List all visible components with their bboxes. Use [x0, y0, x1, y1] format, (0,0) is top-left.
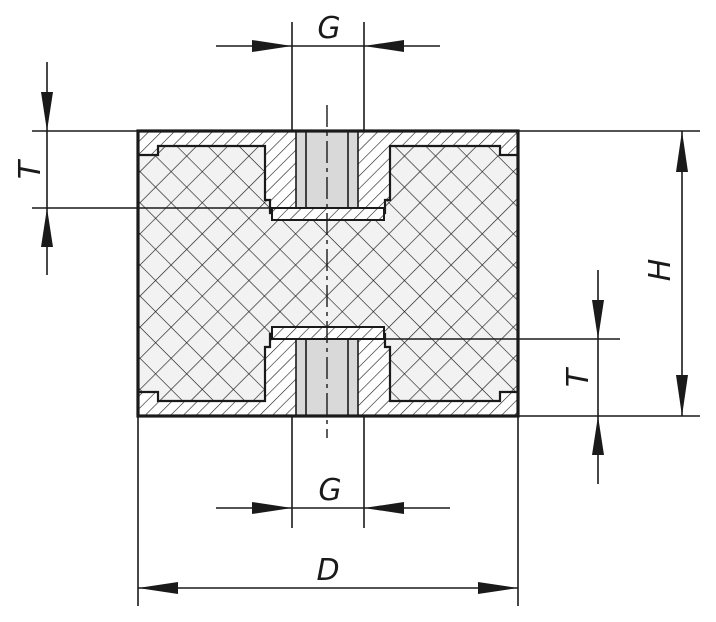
bottom-plate [271, 326, 385, 340]
dim-label-g-top: G [317, 11, 340, 46]
top-plate [271, 207, 385, 221]
body-outline [136, 129, 520, 418]
dim-label-t-bottom: T [561, 366, 596, 387]
dim-label-g-bottom: G [318, 473, 341, 508]
dim-label-t-top: T [13, 158, 48, 179]
dim-label-h: H [643, 259, 678, 282]
dim-label-d: D [316, 553, 339, 588]
